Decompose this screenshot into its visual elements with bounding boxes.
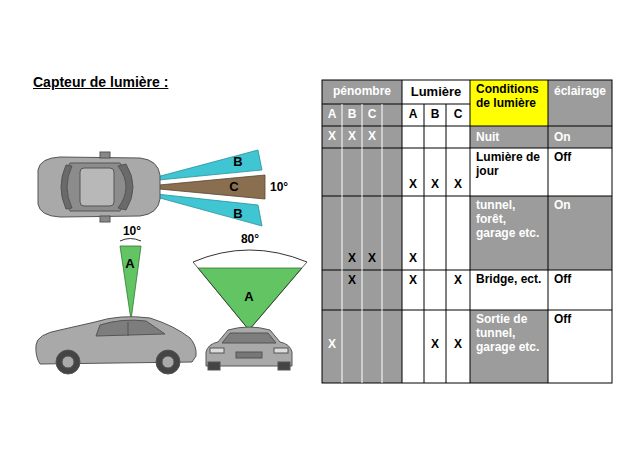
cell-text: A bbox=[244, 290, 253, 305]
beam-label: C bbox=[222, 179, 246, 195]
cell-text: Lumière de jour bbox=[476, 151, 544, 179]
table-cell: X bbox=[446, 336, 470, 354]
beam-label: 10° bbox=[264, 179, 296, 195]
cell-text: A bbox=[328, 108, 337, 122]
cell-text: Sortie de tunnel, garage etc. bbox=[476, 313, 544, 354]
cell-text: On bbox=[554, 199, 571, 213]
beam-label: 10° bbox=[116, 224, 148, 240]
cell-text: Off bbox=[554, 273, 571, 287]
cell-text: X bbox=[431, 178, 439, 192]
table-cell: éclairage bbox=[548, 80, 612, 104]
title: Capteur de lumière : bbox=[33, 74, 168, 90]
cell-text: X bbox=[348, 274, 356, 288]
cell-text: A bbox=[125, 257, 134, 272]
beam-label: A bbox=[239, 289, 259, 305]
table-cell: X bbox=[322, 336, 342, 354]
table-cell: X bbox=[322, 128, 342, 146]
cell-text: Conditions de lumière bbox=[476, 83, 544, 111]
cell-text: C bbox=[454, 108, 463, 122]
cell-text: X bbox=[368, 252, 376, 266]
table-cell: X bbox=[446, 176, 470, 194]
table-cell: A bbox=[402, 104, 424, 126]
table-cell: X bbox=[424, 336, 446, 354]
cell-text: Off bbox=[554, 313, 571, 327]
cell-text: 80° bbox=[241, 233, 259, 247]
cell-text: B bbox=[233, 207, 242, 222]
cell-text: Nuit bbox=[476, 131, 499, 145]
cell-text: B bbox=[431, 108, 440, 122]
table-cell: X bbox=[402, 272, 424, 290]
cell-text: X bbox=[409, 252, 417, 266]
cell-text: B bbox=[348, 108, 357, 122]
table-cell: X bbox=[342, 250, 362, 268]
table-cell: C bbox=[362, 104, 382, 126]
cell-text: Lumière bbox=[411, 85, 462, 100]
cell-text: Bridge, ect. bbox=[476, 273, 541, 287]
cell-text: X bbox=[368, 130, 376, 144]
beam-label: B bbox=[226, 206, 250, 222]
cell-text: tunnel, forêt, garage etc. bbox=[476, 199, 544, 240]
cell-text: éclairage bbox=[554, 85, 606, 99]
cell-text: X bbox=[454, 338, 462, 352]
cell-text: pénombre bbox=[333, 85, 391, 99]
cell-text: X bbox=[348, 130, 356, 144]
table-cell: Lumière de jour bbox=[470, 148, 548, 196]
cell-text: X bbox=[454, 178, 462, 192]
beam-label: A bbox=[120, 256, 140, 272]
table-cell: X bbox=[402, 176, 424, 194]
table-cell: Lumière bbox=[402, 80, 470, 104]
cell-text: X bbox=[409, 178, 417, 192]
cell-text: X bbox=[328, 338, 336, 352]
cell-text: B bbox=[233, 155, 242, 170]
table-cell: X bbox=[362, 250, 382, 268]
table-cell: X bbox=[424, 176, 446, 194]
table-cell: X bbox=[342, 128, 362, 146]
table-cell: Conditions de lumière bbox=[470, 80, 548, 126]
beam-label: B bbox=[226, 154, 250, 170]
cell-text: C bbox=[368, 108, 377, 122]
table-cell: On bbox=[548, 126, 612, 148]
cell-text: A bbox=[409, 108, 418, 122]
table-cell: A bbox=[322, 104, 342, 126]
cell-text: X bbox=[431, 338, 439, 352]
beam-label: 80° bbox=[234, 232, 266, 248]
cell-text: X bbox=[328, 130, 336, 144]
table-cell: X bbox=[362, 128, 382, 146]
table-cell: Off bbox=[548, 270, 612, 294]
table-cell: X bbox=[402, 250, 424, 268]
cell-text: On bbox=[554, 131, 571, 145]
table-cell: B bbox=[424, 104, 446, 126]
table-cell: Off bbox=[548, 148, 612, 172]
cell-text: 10° bbox=[123, 225, 141, 239]
table-cell: On bbox=[548, 196, 612, 220]
cell-text: X bbox=[348, 252, 356, 266]
table-cell: tunnel, forêt, garage etc. bbox=[470, 196, 548, 270]
table-cell: C bbox=[446, 104, 470, 126]
cell-text: X bbox=[454, 274, 462, 288]
cell-text: 10° bbox=[270, 181, 288, 195]
table-cell: pénombre bbox=[322, 80, 402, 104]
table-cell: B bbox=[342, 104, 362, 126]
table-cell: Sortie de tunnel, garage etc. bbox=[470, 310, 548, 383]
cell-text: Off bbox=[554, 151, 571, 165]
table-cell: X bbox=[342, 272, 362, 290]
cell-text: C bbox=[229, 180, 238, 195]
table-cell: Off bbox=[548, 310, 612, 334]
table-cell: Nuit bbox=[470, 126, 548, 148]
table-cell: Bridge, ect. bbox=[470, 270, 548, 310]
table-cell: X bbox=[446, 272, 470, 290]
cell-text: X bbox=[409, 274, 417, 288]
